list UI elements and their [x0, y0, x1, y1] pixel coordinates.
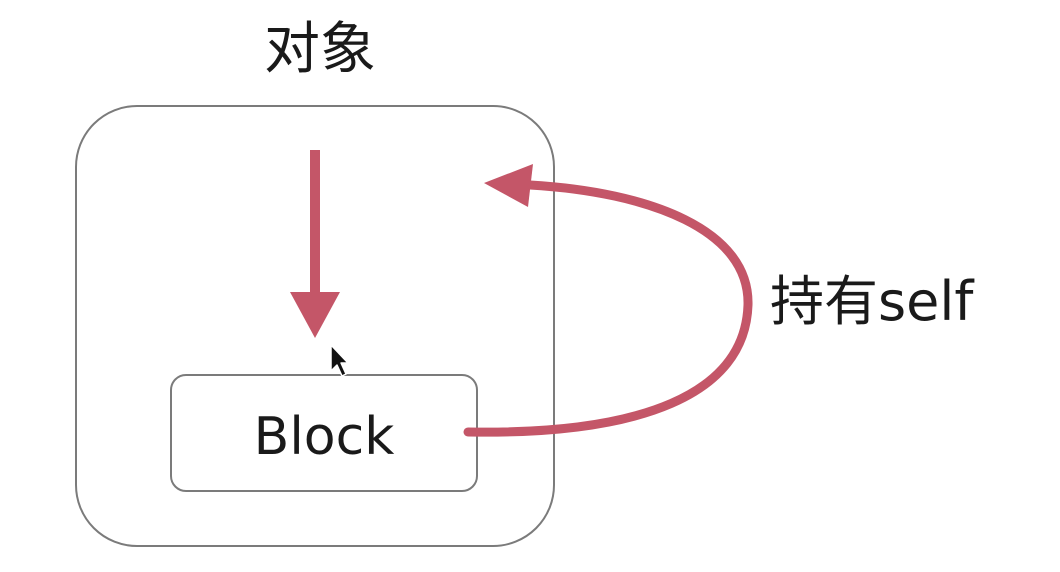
block-node: Block: [170, 374, 478, 492]
relation-label: 持有self: [770, 270, 974, 333]
object-title: 对象: [264, 17, 376, 82]
mouse-cursor-icon: [330, 344, 349, 377]
object-container: [75, 105, 555, 547]
curved-arrow-icon: [463, 164, 753, 437]
block-label: Block: [253, 407, 395, 467]
down-arrow-icon: [290, 150, 340, 338]
